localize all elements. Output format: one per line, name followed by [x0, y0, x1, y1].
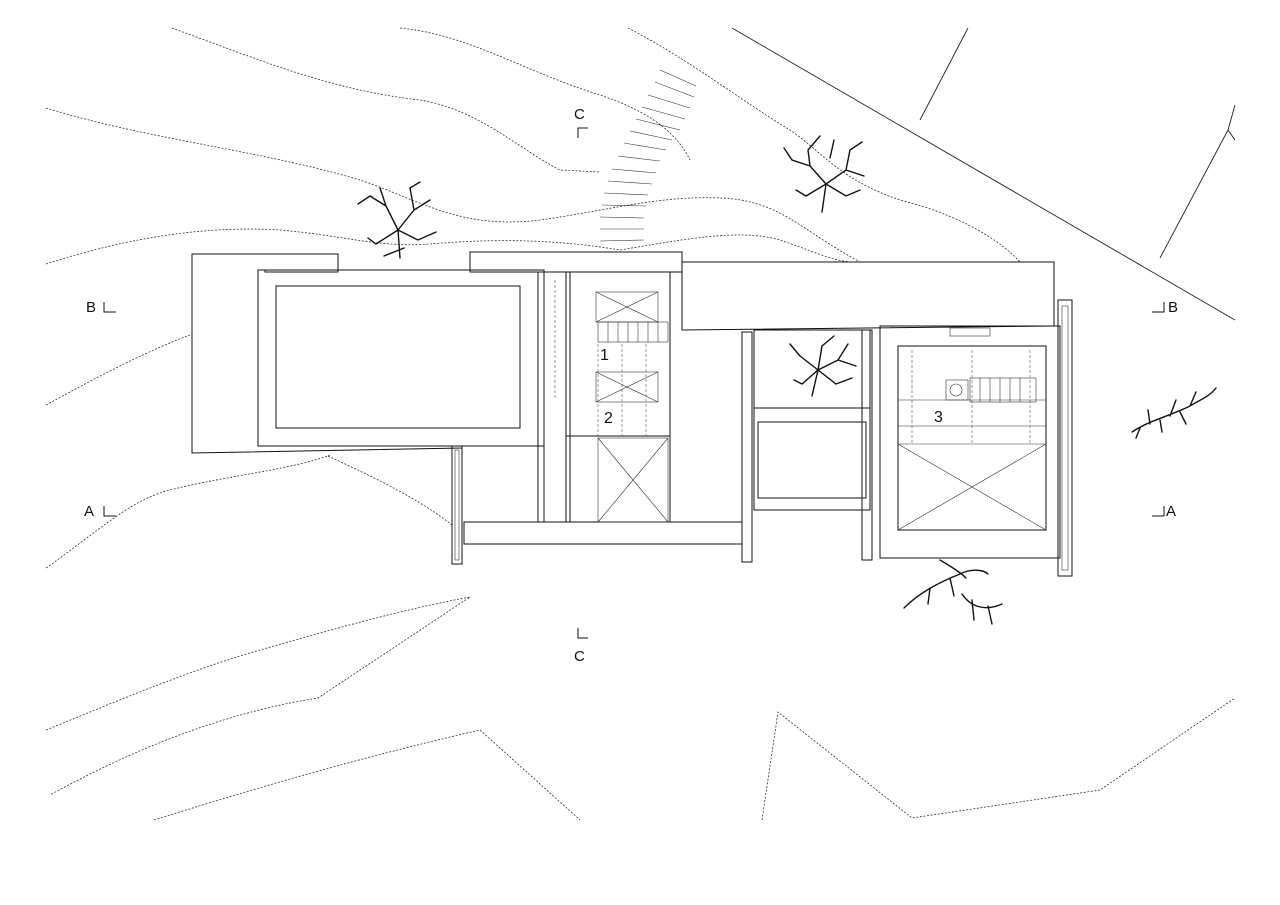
room-number-1: 1 [600, 347, 609, 364]
section-markers: B B A A C C [84, 106, 1178, 665]
property-lines [731, 27, 1236, 321]
house-main [451, 251, 1055, 565]
room-number-3: 3 [934, 409, 943, 426]
shrub-south [903, 559, 1003, 625]
exterior-steps [599, 69, 697, 242]
section-c-north-label: C [574, 106, 585, 123]
section-b-west-label: B [86, 299, 96, 316]
section-a-east-label: A [1166, 503, 1176, 520]
tree-courtyard [789, 335, 857, 397]
tree-north-east [783, 135, 865, 213]
section-c-south-label: C [574, 648, 585, 665]
room-number-2: 2 [604, 410, 613, 427]
section-a-west-label: A [84, 503, 94, 520]
pool-terrace [191, 253, 545, 454]
tree-north-west [357, 181, 437, 259]
terrain-contours [45, 27, 1236, 821]
section-b-east-label: B [1168, 299, 1178, 316]
room-numbers: 1 2 3 [600, 347, 943, 427]
house-east [879, 299, 1073, 577]
shrub-east [1131, 387, 1217, 439]
